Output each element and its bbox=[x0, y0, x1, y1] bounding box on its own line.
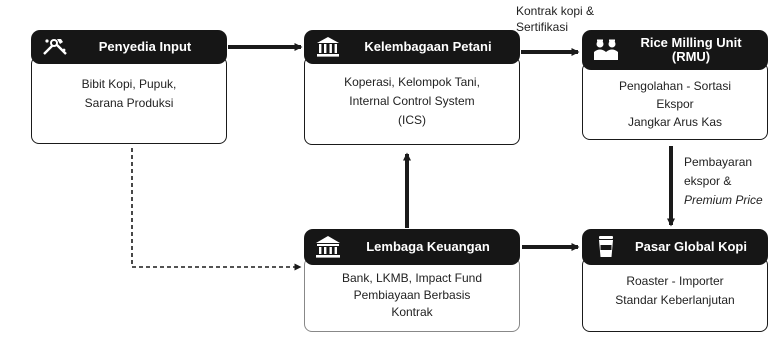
node-kelembagaan-petani: Kelembagaan Petani Koperasi, Kelompok Ta… bbox=[304, 30, 520, 145]
edge-label-pembayaran: Pembayaran ekspor & Premium Price bbox=[684, 153, 763, 210]
workers-icon bbox=[590, 37, 622, 63]
edge-label-line: Sertifikasi bbox=[516, 20, 569, 34]
node-pasar-global-kopi: Pasar Global Kopi Roaster - Importer Sta… bbox=[582, 229, 768, 332]
node-line: Sarana Produksi bbox=[84, 96, 174, 110]
node-line: Jangkar Arus Kas bbox=[627, 115, 723, 129]
node-title: Penyedia Input bbox=[98, 39, 192, 54]
edge-label-line: ekspor & bbox=[684, 174, 732, 188]
node-title: Kelembagaan Petani bbox=[364, 39, 492, 54]
tools-icon bbox=[39, 34, 71, 60]
institution-icon bbox=[312, 34, 344, 60]
title-line: Rice Milling Unit bbox=[640, 35, 742, 50]
node-header: Rice Milling Unit (RMU) bbox=[582, 30, 768, 70]
edge-label-line: Premium Price bbox=[684, 191, 763, 210]
edge-label-line: Kontrak kopi & bbox=[516, 4, 595, 18]
edge-label-kontrak: Kontrak kopi & Sertifikasi bbox=[516, 3, 594, 35]
dashed-arrow-penyedia-to-lembaga bbox=[131, 148, 302, 271]
edge-label-line: Pembayaran bbox=[684, 155, 753, 169]
node-body: Roaster - Importer Standar Keberlanjutan bbox=[582, 257, 768, 332]
node-line: Koperasi, Kelompok Tani, bbox=[344, 75, 480, 89]
bank-icon bbox=[312, 234, 344, 260]
node-line: (ICS) bbox=[398, 113, 426, 127]
node-header: Lembaga Keuangan bbox=[304, 229, 520, 265]
premium-price-text: Premium Price bbox=[684, 193, 763, 207]
node-line: Kontrak bbox=[391, 305, 433, 319]
node-penyedia-input: Penyedia Input Bibit Kopi, Pupuk, Sarana… bbox=[31, 30, 227, 144]
node-title: Rice Milling Unit (RMU) bbox=[622, 36, 760, 64]
node-line: Pembiayaan Berbasis bbox=[353, 288, 471, 302]
node-header: Kelembagaan Petani bbox=[304, 30, 520, 64]
node-header: Penyedia Input bbox=[31, 30, 227, 64]
node-line: Bank, LKMB, Impact Fund bbox=[341, 271, 483, 285]
node-body: Pengolahan - Sortasi Ekspor Jangkar Arus… bbox=[582, 62, 768, 140]
node-lembaga-keuangan: Lembaga Keuangan Bank, LKMB, Impact Fund… bbox=[304, 229, 520, 332]
coffee-cup-icon bbox=[590, 234, 622, 260]
node-line: Ekspor bbox=[656, 97, 694, 111]
node-title: Pasar Global Kopi bbox=[635, 239, 747, 254]
node-body: Bank, LKMB, Impact Fund Pembiayaan Berba… bbox=[304, 257, 520, 332]
node-line: Roaster - Importer bbox=[626, 274, 724, 288]
node-line: Standar Keberlanjutan bbox=[615, 293, 735, 307]
node-line: Bibit Kopi, Pupuk, bbox=[81, 77, 177, 91]
node-line: Internal Control System bbox=[349, 94, 475, 108]
node-body: Koperasi, Kelompok Tani, Internal Contro… bbox=[304, 56, 520, 145]
title-line: (RMU) bbox=[671, 49, 711, 64]
node-header: Pasar Global Kopi bbox=[582, 229, 768, 265]
node-body: Bibit Kopi, Pupuk, Sarana Produksi bbox=[31, 56, 227, 144]
node-rice-milling-unit: Rice Milling Unit (RMU) Pengolahan - Sor… bbox=[582, 30, 768, 140]
node-line: Pengolahan - Sortasi bbox=[618, 79, 732, 93]
node-title: Lembaga Keuangan bbox=[366, 239, 490, 254]
